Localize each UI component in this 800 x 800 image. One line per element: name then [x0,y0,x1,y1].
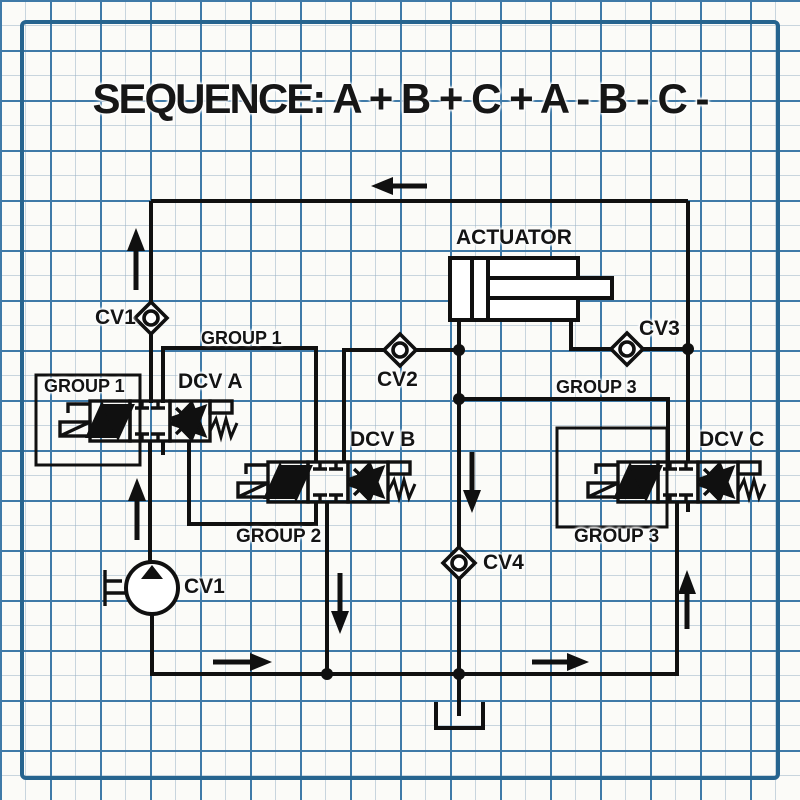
group2-line-label: GROUP 2 [236,526,322,547]
tank-icon [434,702,485,730]
pump-cv1-label: CV1 [184,575,225,598]
group3-box-label: GROUP 3 [574,526,660,547]
cv4-label: CV4 [483,551,524,574]
flow-arrow-up-right [678,570,696,629]
flow-arrow-up-left [127,228,145,290]
pump-icon [103,560,180,616]
check-valve-cv2-icon [382,332,418,368]
dcv-a-valve [60,401,237,441]
junction-dots [321,343,694,680]
flow-arrow-right-bottom-left [213,653,272,671]
group3-outline-box [555,426,669,529]
actuator-label: ACTUATOR [456,226,572,249]
dcv-a-label: DCV A [178,370,243,393]
bottom-bus-line [150,502,679,676]
flow-arrow-right-bottom-mid [532,653,589,671]
check-valve-cv1-icon [133,300,169,336]
sequence-title: SEQUENCE: A + B + C + A - B - C - [92,75,709,122]
group2-signal-line [187,441,318,526]
dcv-b-valve [238,462,415,502]
flow-arrow-down-dcvb [331,573,349,634]
flow-arrow-up-pump [128,478,146,540]
cv3-branch-line [569,320,688,351]
group3-signal-line [459,397,670,463]
cv3-label: CV3 [639,317,680,340]
dcv-b-label: DCV B [350,428,416,451]
check-valve-cv4-icon [441,545,477,581]
flow-arrow-left-top [371,177,427,195]
cylinder-icon [448,256,614,322]
dcv-c-valve [588,462,765,502]
group1-signal-line [161,346,318,462]
flow-arrow-down-cv4 [463,452,481,513]
cv1-check-valve-label: CV1 [95,306,136,329]
group1-box-label: GROUP 1 [44,376,125,396]
group1-outline-box [34,373,142,467]
dcv-c-label: DCV C [699,428,765,451]
group3-line-label: GROUP 3 [556,377,637,397]
pipe-lines [148,199,690,730]
cv2-label: CV2 [377,368,418,391]
flow-arrows [127,177,696,671]
cv2-branch-line [342,348,459,462]
group1-line-label: GROUP 1 [201,328,282,348]
